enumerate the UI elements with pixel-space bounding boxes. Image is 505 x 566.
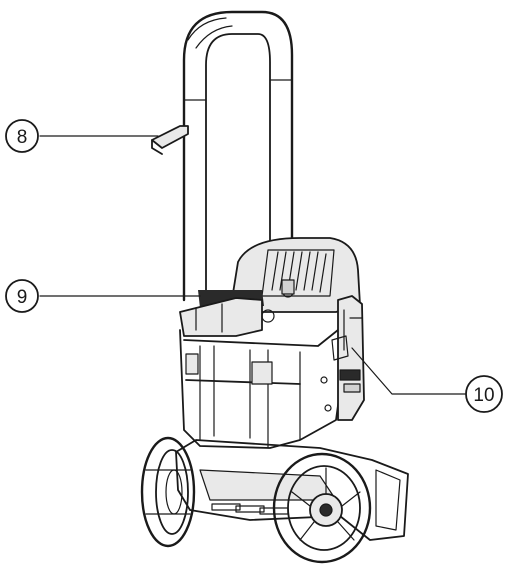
main-body	[179, 317, 351, 449]
callout-8-label: 8	[17, 127, 28, 148]
left-wheel	[140, 436, 196, 548]
right-wheel	[272, 452, 372, 564]
callout-9: 9	[5, 279, 39, 313]
base-frame	[175, 439, 409, 541]
callout-10-circle	[465, 375, 503, 413]
motor-housing	[229, 237, 361, 313]
side-hose-holder	[331, 295, 365, 421]
hose-connector-bracket	[179, 279, 295, 337]
leader-line-10	[351, 347, 467, 395]
callout-8: 8	[5, 119, 39, 153]
leader-lines	[39, 135, 467, 395]
callout-10-label: 10	[473, 385, 494, 406]
callout-8-circle	[5, 119, 39, 153]
accessory-hook	[151, 125, 189, 155]
telescopic-handle	[182, 10, 294, 302]
callout-9-label: 9	[17, 287, 28, 308]
callout-10: 10	[465, 375, 503, 413]
callout-9-circle	[5, 279, 39, 313]
